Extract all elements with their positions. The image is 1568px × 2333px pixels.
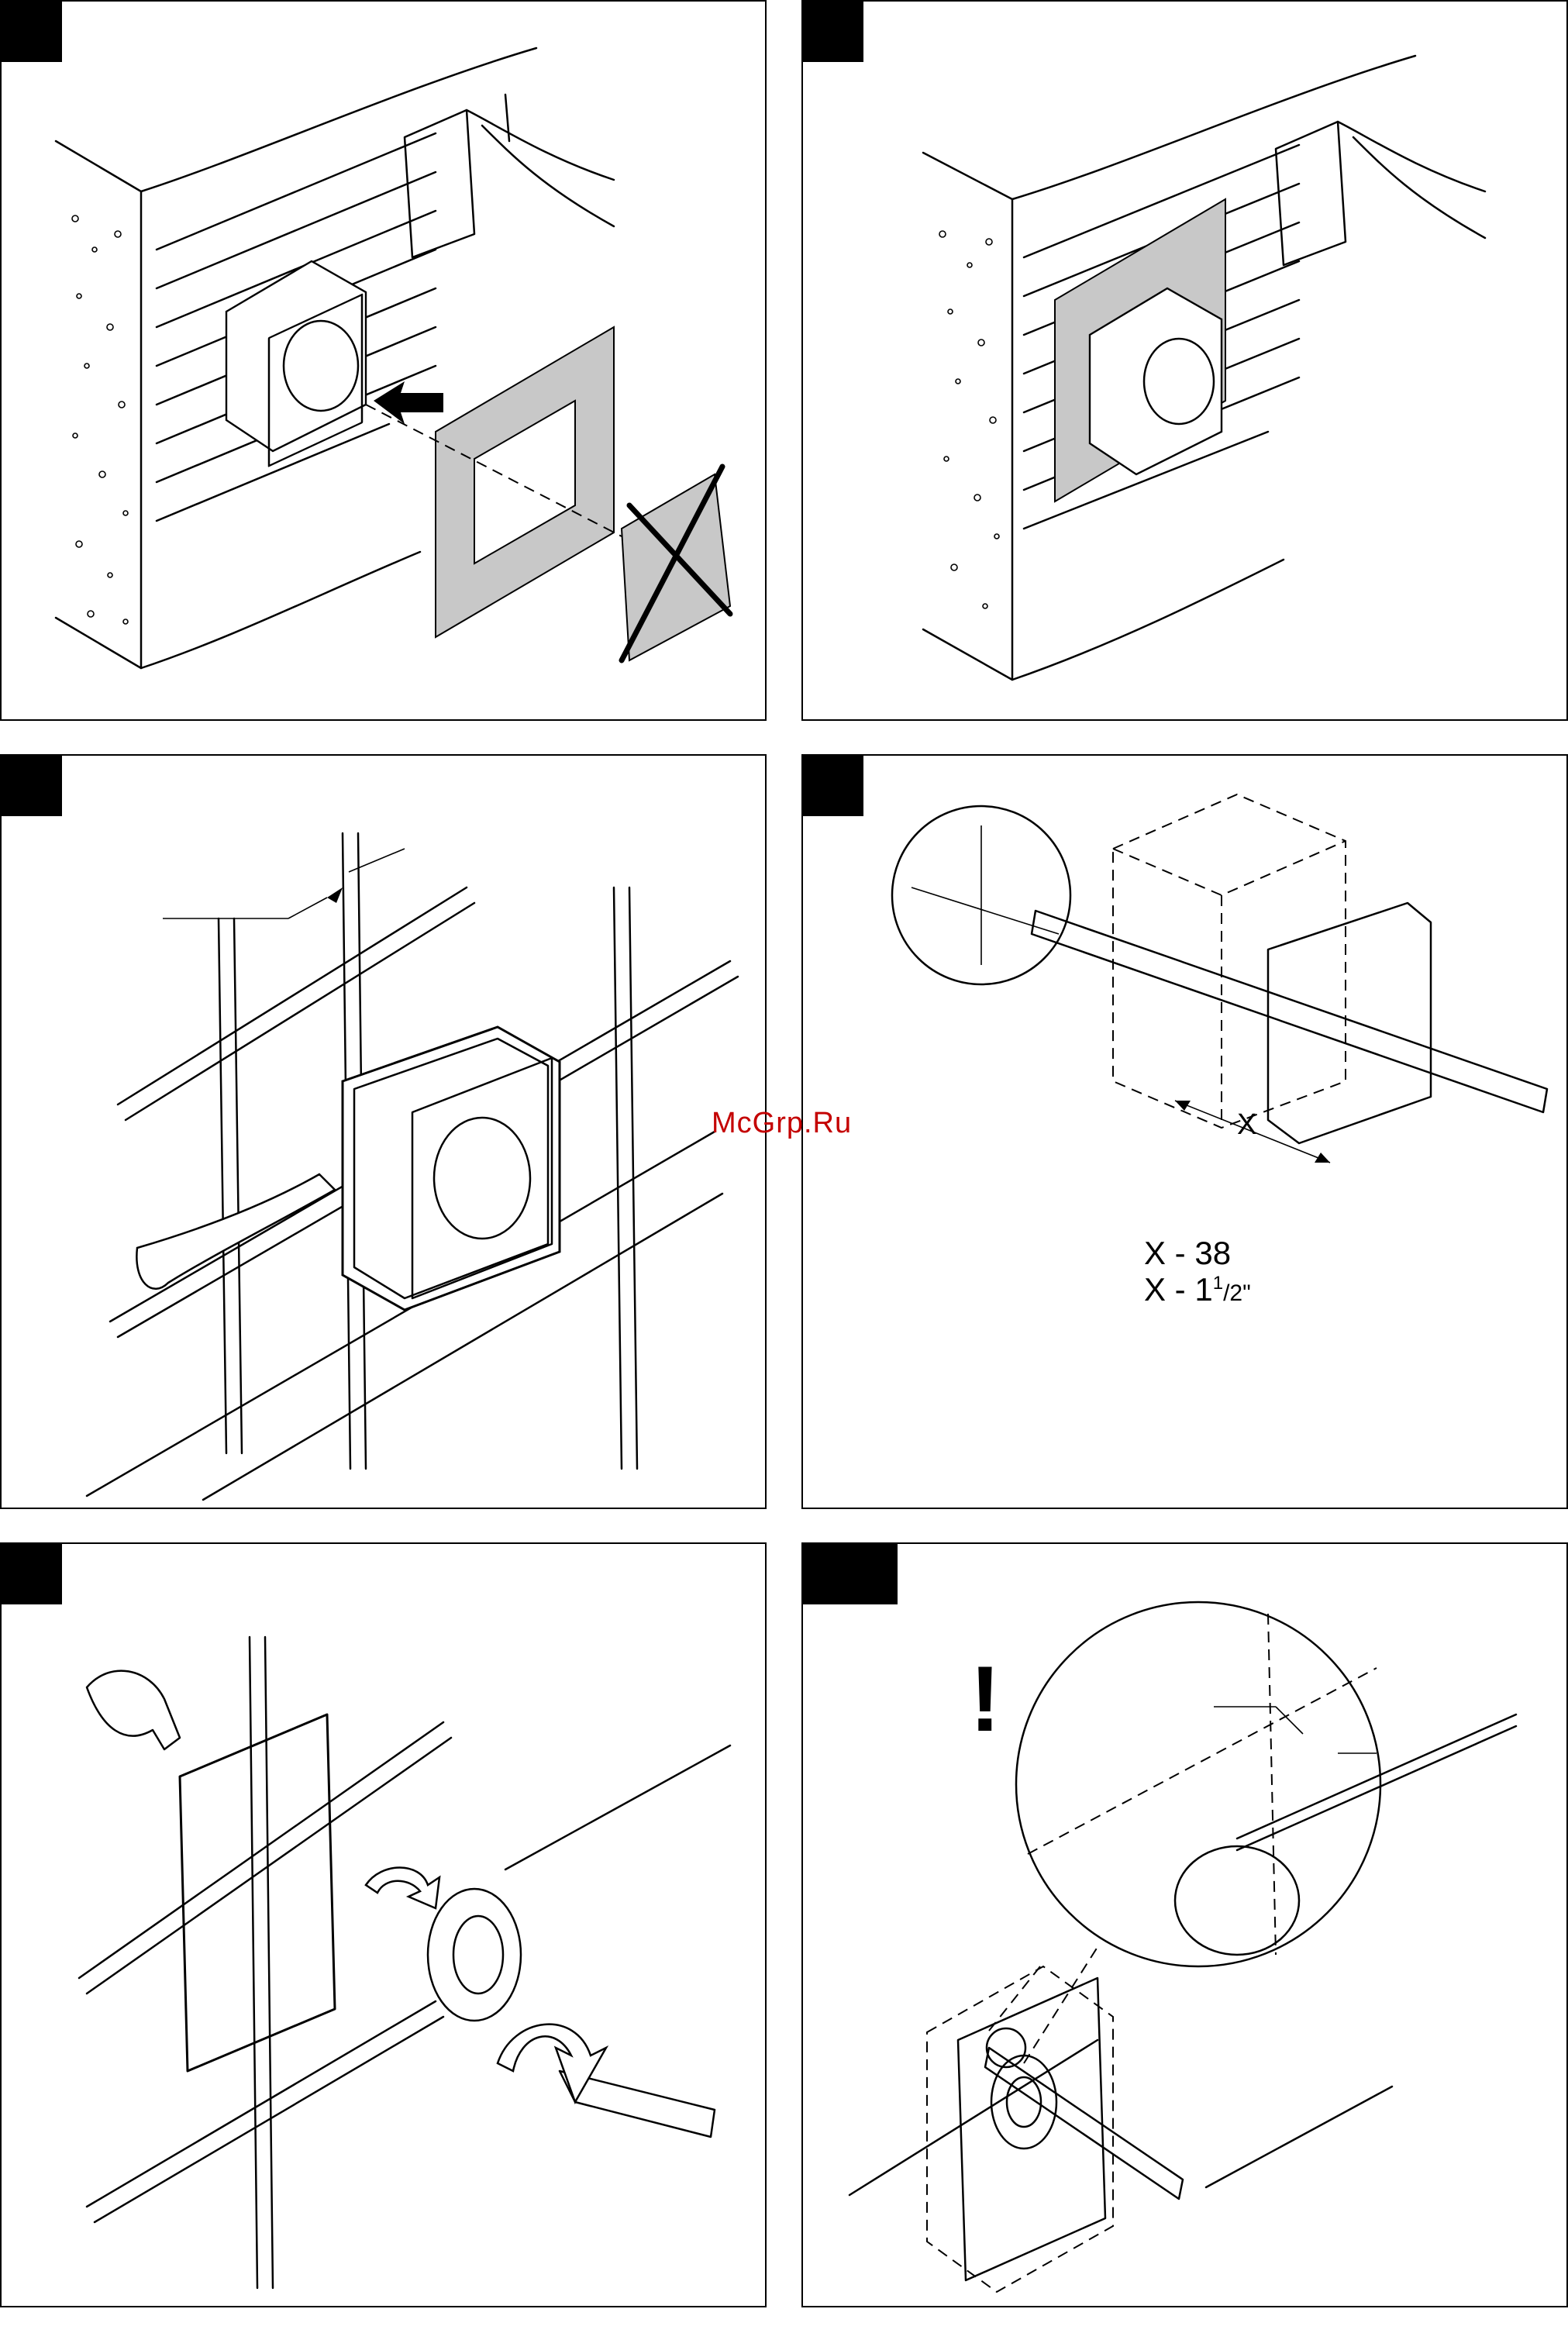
step-3-illustration xyxy=(2,756,767,1509)
step-4-illustration xyxy=(803,756,1568,1509)
rotation-arrow xyxy=(498,2025,606,2102)
step-5-illustration xyxy=(2,1544,767,2307)
step-2-illustration xyxy=(803,2,1568,721)
dimension-x-label: X xyxy=(1237,1108,1256,1142)
cut-length-imperial-label: X - 11/2" xyxy=(1144,1271,1251,1308)
warning-exclamation: ! xyxy=(970,1652,1001,1745)
cut-length-imperial-main: X - 1 xyxy=(1144,1271,1213,1308)
step-1-illustration xyxy=(2,2,767,721)
step-4-panel: X X - 38 X - 11/2" xyxy=(801,754,1568,1509)
step-6-panel: ! xyxy=(801,1542,1568,2307)
cover-plate xyxy=(180,1714,335,2071)
step-2-panel xyxy=(801,0,1568,721)
cut-length-metric-label: X - 38 xyxy=(1144,1235,1231,1272)
step-1-panel xyxy=(0,0,767,721)
step-5-panel xyxy=(0,1542,767,2307)
cut-length-imperial-sub: /2" xyxy=(1223,1280,1251,1306)
detail-magnifier xyxy=(1016,1602,1380,1966)
flange xyxy=(428,1889,521,2021)
step-6-illustration xyxy=(803,1544,1568,2307)
installation-box xyxy=(226,261,366,466)
sealant-cartridge xyxy=(87,1671,180,1749)
plaster-texture xyxy=(72,215,128,624)
step-3-panel xyxy=(0,754,767,1509)
sealant-gun xyxy=(136,1174,335,1289)
cut-length-imperial-sup: 1 xyxy=(1213,1273,1223,1294)
watermark-text: McGrp.Ru xyxy=(712,1107,852,1140)
